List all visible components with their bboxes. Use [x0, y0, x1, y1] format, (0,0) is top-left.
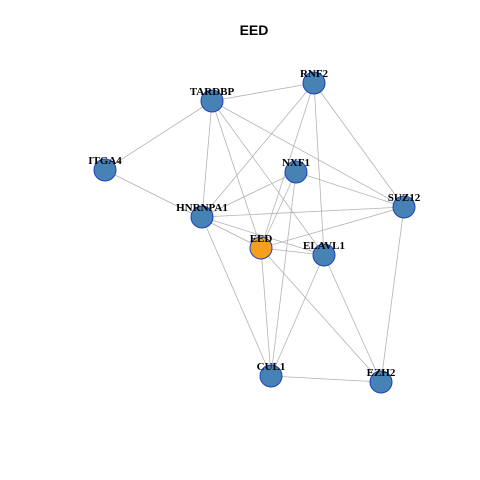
- edge-rnf2-suz12: [313, 82, 405, 208]
- node-nxf1: [284, 160, 308, 184]
- edge-cul1-ezh2: [270, 375, 382, 383]
- node-suz12: [392, 195, 416, 219]
- edge-tardbp-hnrnpa1: [201, 100, 213, 218]
- node-hnrnpa1: [190, 205, 214, 229]
- node-label-ezh2: EZH2: [367, 367, 396, 379]
- node-label-cul1: CUL1: [257, 361, 286, 373]
- edge-tardbp-itga4: [104, 100, 213, 171]
- node-rnf2: [302, 71, 326, 95]
- edge-nxf1-cul1: [270, 171, 297, 377]
- node-label-suz12: SUZ12: [388, 192, 421, 204]
- edge-eed-ezh2: [260, 247, 382, 383]
- node-ezh2: [369, 370, 393, 394]
- edge-eed-suz12: [260, 206, 405, 249]
- edge-suz12-ezh2: [380, 206, 405, 383]
- edge-hnrnpa1-cul1: [201, 216, 272, 377]
- node-tardbp: [200, 89, 224, 113]
- edge-elavl1-ezh2: [323, 254, 382, 383]
- node-elavl1: [312, 243, 336, 267]
- node-label-rnf2: RNF2: [300, 68, 329, 80]
- edge-hnrnpa1-elavl1: [201, 216, 325, 256]
- edge-nxf1-eed: [260, 171, 297, 249]
- edge-tardbp-eed: [211, 100, 262, 249]
- node-label-tardbp: TARDBP: [190, 86, 235, 98]
- node-label-nxf1: NXF1: [282, 157, 310, 169]
- node-label-itga4: ITGA4: [88, 155, 122, 167]
- edge-tardbp-suz12: [211, 100, 405, 208]
- edge-nxf1-suz12: [295, 171, 405, 208]
- node-itga4: [93, 158, 117, 182]
- edge-layer: [104, 82, 405, 383]
- graph-title: EED: [240, 22, 269, 38]
- edge-eed-cul1: [260, 247, 272, 377]
- edge-itga4-eed: [104, 169, 262, 249]
- edge-hnrnpa1-suz12: [201, 206, 405, 218]
- edge-tardbp-rnf2: [211, 82, 315, 102]
- edge-tardbp-elavl1: [211, 100, 325, 256]
- node-label-hnrnpa1: HNRNPA1: [176, 202, 228, 214]
- node-cul1: [259, 364, 283, 388]
- edge-rnf2-elavl1: [313, 82, 325, 256]
- node-label-eed: EED: [250, 233, 273, 245]
- edge-rnf2-hnrnpa1: [201, 82, 315, 218]
- node-eed: [249, 236, 273, 260]
- edge-elavl1-cul1: [270, 254, 325, 377]
- edge-nxf1-hnrnpa1: [201, 171, 297, 218]
- node-layer: [93, 71, 416, 394]
- node-label-elavl1: ELAVL1: [303, 240, 345, 252]
